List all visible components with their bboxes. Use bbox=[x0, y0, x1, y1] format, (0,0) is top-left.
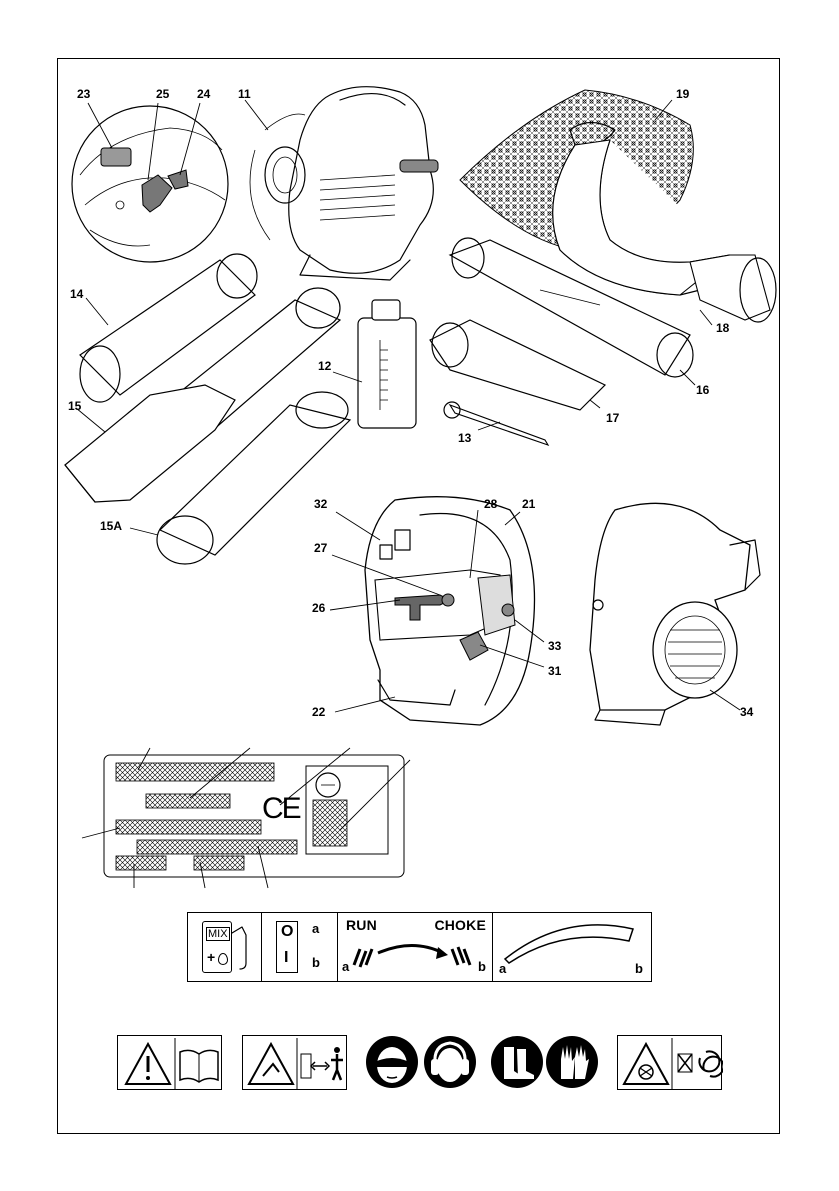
switch-on-symbol: O bbox=[281, 923, 293, 941]
callout-22: 22 bbox=[312, 706, 325, 718]
rating-label bbox=[82, 748, 410, 888]
ce-mark: CE bbox=[262, 792, 300, 826]
switch-off-symbol: I bbox=[284, 949, 288, 967]
blower-rear-view bbox=[590, 503, 760, 725]
arc-cell: a b bbox=[493, 913, 651, 981]
warning-read-manual-icon bbox=[117, 1035, 222, 1090]
callout-32: 32 bbox=[314, 498, 327, 510]
choke-arrow-icon bbox=[338, 913, 493, 983]
ear-protection-icon bbox=[423, 1035, 478, 1090]
callout-33: 33 bbox=[548, 640, 561, 652]
callout-31: 31 bbox=[548, 665, 561, 677]
callout-18: 18 bbox=[716, 322, 729, 334]
switch-a-label: a bbox=[312, 921, 319, 936]
callout-28: 28 bbox=[484, 498, 497, 510]
run-choke-cell: RUN CHOKE a b bbox=[338, 913, 493, 981]
callout-23: 23 bbox=[77, 88, 90, 100]
callout-24: 24 bbox=[197, 88, 210, 100]
gloves-icon bbox=[545, 1035, 600, 1090]
fuel-mix-cell: MIX + bbox=[188, 913, 262, 981]
callout-27: 27 bbox=[314, 542, 327, 554]
boots-icon bbox=[490, 1035, 545, 1090]
callout-13: 13 bbox=[458, 432, 471, 444]
callout-34: 34 bbox=[740, 706, 753, 718]
tube-17 bbox=[430, 320, 605, 410]
switch-cell: O I a b bbox=[262, 913, 338, 981]
warning-bystanders-distance-icon bbox=[242, 1035, 347, 1090]
callout-17: 17 bbox=[606, 412, 619, 424]
callout-11: 11 bbox=[238, 88, 251, 100]
blower-top-view bbox=[250, 87, 438, 280]
fuel-bottle-12 bbox=[358, 300, 416, 428]
callout-14: 14 bbox=[70, 288, 83, 300]
callout-16: 16 bbox=[696, 384, 709, 396]
blower-engine-view bbox=[365, 497, 535, 725]
detail-circle bbox=[72, 106, 228, 262]
callout-12: 12 bbox=[318, 360, 331, 372]
callout-21: 21 bbox=[522, 498, 535, 510]
callout-19: 19 bbox=[676, 88, 689, 100]
eye-protection-icon bbox=[365, 1035, 420, 1090]
callout-26: 26 bbox=[312, 602, 325, 614]
callout-25: 25 bbox=[156, 88, 169, 100]
callout-15: 15 bbox=[68, 400, 81, 412]
callout-15a: 15A bbox=[100, 520, 122, 532]
throttle-arc-icon bbox=[493, 913, 651, 983]
arc-b-label: b bbox=[635, 961, 643, 976]
warning-rotating-fan-icon bbox=[617, 1035, 722, 1090]
control-symbol-strip: MIX + O I a b RUN CHOKE a b a b bbox=[187, 912, 652, 982]
arc-a-label: a bbox=[499, 961, 506, 976]
switch-b-label: b bbox=[312, 955, 320, 970]
